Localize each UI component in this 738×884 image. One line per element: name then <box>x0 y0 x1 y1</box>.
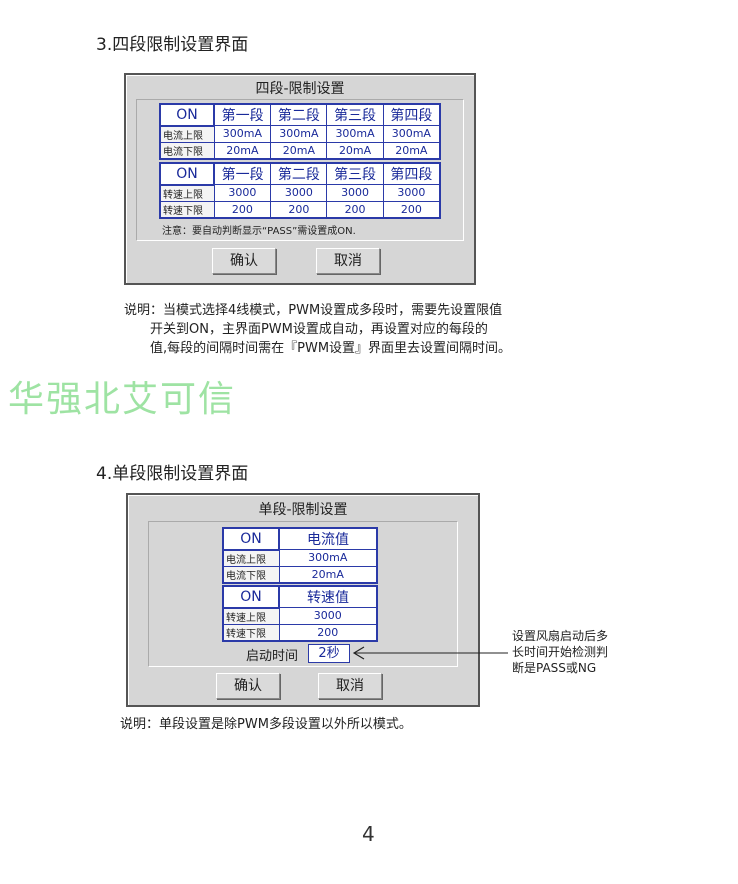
section3-explanation-line1: 说明：当模式选择4线模式，PWM设置成多段时，需要先设置限值 <box>124 303 503 318</box>
speed-lower-cell[interactable]: 200 <box>382 200 441 218</box>
cancel-button[interactable]: 取消 <box>318 673 382 699</box>
confirm-button[interactable]: 确认 <box>212 248 276 274</box>
segment-header: 第二段 <box>270 103 328 126</box>
current-on-toggle[interactable]: ON <box>222 527 280 551</box>
row-label: 转速上限 <box>222 607 280 625</box>
row-label: 转速下限 <box>159 200 215 218</box>
current-upper-cell[interactable]: 300mA <box>326 125 384 143</box>
current-lower-cell[interactable]: 20mA <box>326 141 384 159</box>
speed-upper-cell[interactable]: 3000 <box>382 184 441 202</box>
segment-header: 第四段 <box>382 103 441 126</box>
row-label: 电流下限 <box>222 565 280 583</box>
section3-explanation-line3: 值,每段的间隔时间需在『PWM设置』界面里去设置间隔时间。 <box>150 341 512 356</box>
current-limit-table: ON 第一段 第二段 第三段 第四段 电流上限 300mA 300mA 300m… <box>159 103 441 160</box>
four-segment-dialog: 四段-限制设置 ON 第一段 第二段 第三段 第四段 电流上限 300mA 30… <box>124 73 476 285</box>
current-upper-cell[interactable]: 300mA <box>213 125 272 143</box>
current-lower-cell[interactable]: 20mA <box>213 141 272 159</box>
annotation-line: 设置风扇启动后多 <box>512 629 609 643</box>
current-upper-cell[interactable]: 300mA <box>278 549 378 567</box>
dialog-title: 四段-限制设置 <box>255 81 345 97</box>
pass-note: 注意：要自动判断显示“PASS”需设置成ON. <box>162 226 356 237</box>
speed-upper-cell[interactable]: 3000 <box>326 184 384 202</box>
speed-value-header: 转速值 <box>278 585 378 608</box>
speed-lower-cell[interactable]: 200 <box>213 200 272 218</box>
speed-upper-cell[interactable]: 3000 <box>278 607 378 625</box>
annotation-line: 断是PASS或NG <box>512 661 597 675</box>
row-label: 电流上限 <box>159 125 215 143</box>
section3-heading: 3.四段限制设置界面 <box>96 35 249 55</box>
cancel-button[interactable]: 取消 <box>316 248 380 274</box>
dialog-panel <box>136 99 464 241</box>
current-on-toggle[interactable]: ON <box>159 103 215 127</box>
arrow-left-icon <box>352 646 508 660</box>
page-number: 4 <box>362 822 375 846</box>
current-lower-cell[interactable]: 20mA <box>278 565 378 583</box>
segment-header: 第四段 <box>382 162 441 185</box>
start-time-input[interactable]: 2秒 <box>308 644 350 663</box>
start-time-annotation: 设置风扇启动后多 长时间开始检测判 断是PASS或NG <box>512 628 608 676</box>
segment-header: 第一段 <box>213 162 272 185</box>
dialog-panel <box>148 521 458 667</box>
current-lower-cell[interactable]: 20mA <box>382 141 441 159</box>
single-segment-dialog: 单段-限制设置 ON 电流值 电流上限 300mA 电流下限 20mA ON 转… <box>126 493 480 707</box>
row-label: 转速下限 <box>222 623 280 641</box>
speed-lower-cell[interactable]: 200 <box>278 623 378 641</box>
speed-limit-table: ON 第一段 第二段 第三段 第四段 转速上限 3000 3000 3000 3… <box>159 162 441 219</box>
dialog-title: 单段-限制设置 <box>258 502 348 518</box>
speed-upper-cell[interactable]: 3000 <box>213 184 272 202</box>
speed-upper-cell[interactable]: 3000 <box>270 184 328 202</box>
current-value-header: 电流值 <box>278 527 378 550</box>
speed-lower-cell[interactable]: 200 <box>326 200 384 218</box>
segment-header: 第三段 <box>326 162 384 185</box>
speed-on-toggle[interactable]: ON <box>159 162 215 186</box>
segment-header: 第三段 <box>326 103 384 126</box>
current-value-table: ON 电流值 电流上限 300mA 电流下限 20mA <box>222 527 378 584</box>
watermark-text: 华强北艾可信 <box>8 379 237 420</box>
row-label: 转速上限 <box>159 184 215 202</box>
current-lower-cell[interactable]: 20mA <box>270 141 328 159</box>
speed-value-table: ON 转速值 转速上限 3000 转速下限 200 <box>222 585 378 642</box>
row-label: 电流上限 <box>222 549 280 567</box>
speed-lower-cell[interactable]: 200 <box>270 200 328 218</box>
start-time-label: 启动时间 <box>246 649 299 664</box>
current-upper-cell[interactable]: 300mA <box>382 125 441 143</box>
speed-on-toggle[interactable]: ON <box>222 585 280 609</box>
section3-explanation-line2: 开关到ON，主界面PWM设置成自动，再设置对应的每段的 <box>150 322 488 337</box>
section4-explanation: 说明：单段设置是除PWM多段设置以外所以模式。 <box>120 717 412 732</box>
row-label: 电流下限 <box>159 141 215 159</box>
annotation-line: 长时间开始检测判 <box>512 645 609 659</box>
section4-heading: 4.单段限制设置界面 <box>96 464 249 484</box>
segment-header: 第一段 <box>213 103 272 126</box>
segment-header: 第二段 <box>270 162 328 185</box>
confirm-button[interactable]: 确认 <box>216 673 280 699</box>
current-upper-cell[interactable]: 300mA <box>270 125 328 143</box>
